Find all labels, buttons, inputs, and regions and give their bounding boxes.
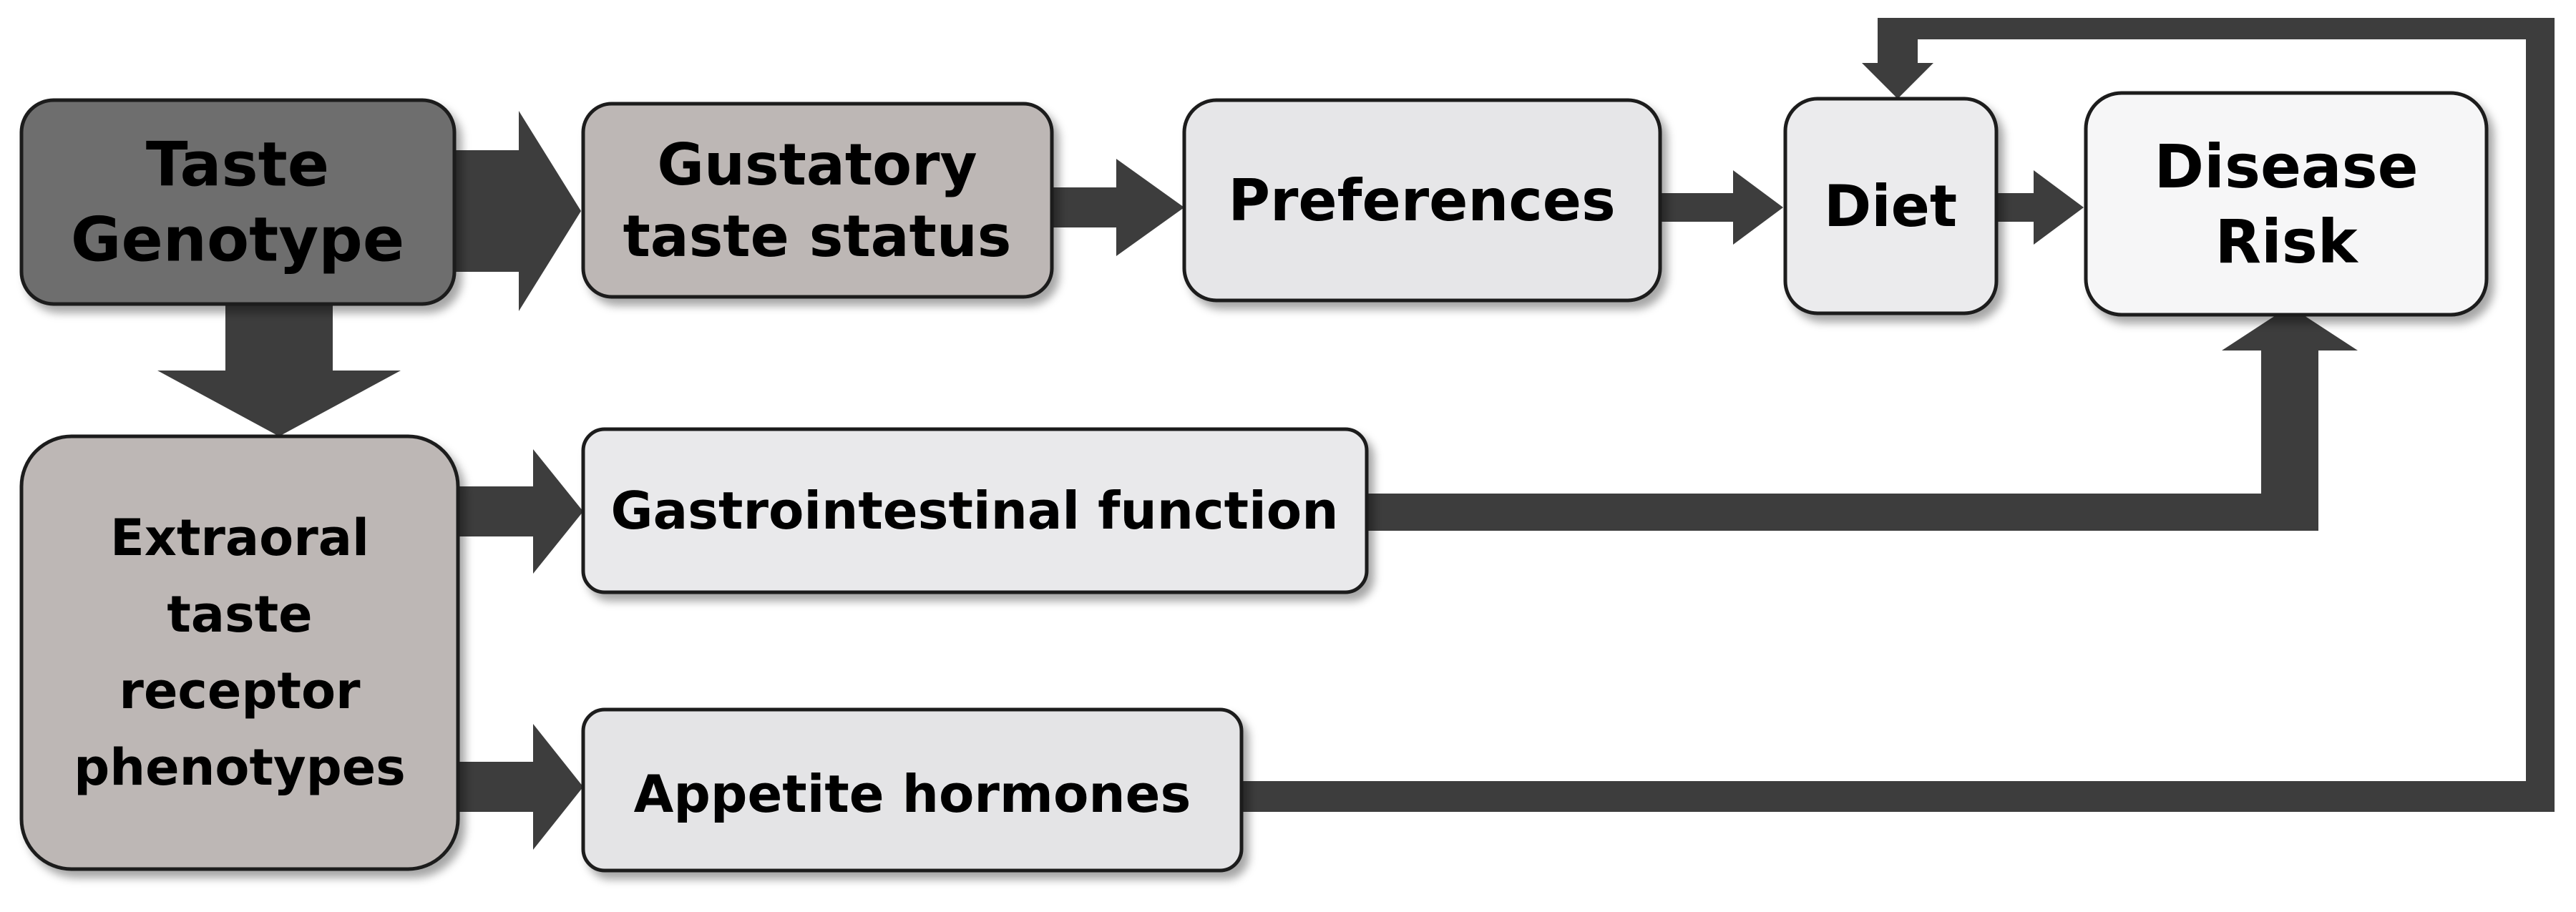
label-line: Preferences	[1228, 167, 1615, 234]
arrow-extraoral-to-gastrointestinal	[458, 449, 583, 574]
label-line: receptor	[119, 662, 361, 720]
arrow-genotype-to-gustatory	[454, 111, 581, 311]
label-line: phenotypes	[74, 738, 406, 797]
label-line: taste	[167, 585, 312, 644]
arrow-gustatory-to-preferences	[1052, 159, 1184, 256]
label-line: Risk	[2215, 207, 2358, 277]
label-line: Disease	[2154, 132, 2418, 202]
node-appetite-hormones: Appetite hormones	[581, 707, 1244, 873]
gastrointestinal-function-label: Gastrointestinal function	[611, 481, 1339, 541]
label-line: taste status	[623, 203, 1012, 270]
label-line: Appetite hormones	[634, 764, 1191, 824]
label-line: Extraoral	[110, 509, 369, 567]
diet-label: Diet	[1824, 173, 1957, 240]
label-line: Gastrointestinal function	[611, 481, 1339, 541]
node-diet: Diet	[1783, 97, 1999, 315]
arrow-diet-to-disease-risk	[1996, 170, 2084, 245]
connectors	[157, 18, 2555, 850]
node-preferences: Preferences	[1182, 98, 1662, 303]
label-line: Gustatory	[657, 132, 977, 198]
arrow-preferences-to-diet	[1660, 170, 1783, 245]
arrow-extraoral-to-appetite	[458, 724, 583, 850]
connector-gastrointestinal-to-disease-risk	[1367, 306, 2358, 531]
node-gastrointestinal-function: Gastrointestinal function	[581, 427, 1369, 594]
label-line: Taste	[146, 129, 329, 201]
node-extraoral-taste-receptor-phenotypes: Extraoral taste receptor phenotypes	[19, 434, 460, 871]
label-line: Genotype	[71, 205, 404, 276]
preferences-label: Preferences	[1228, 167, 1615, 234]
arrow-genotype-to-extraoral	[157, 304, 401, 436]
extraoral-taste-receptor-phenotypes-label: Extraoral taste receptor phenotypes	[74, 509, 406, 797]
label-line: Diet	[1824, 173, 1957, 240]
appetite-hormones-label: Appetite hormones	[634, 764, 1191, 824]
